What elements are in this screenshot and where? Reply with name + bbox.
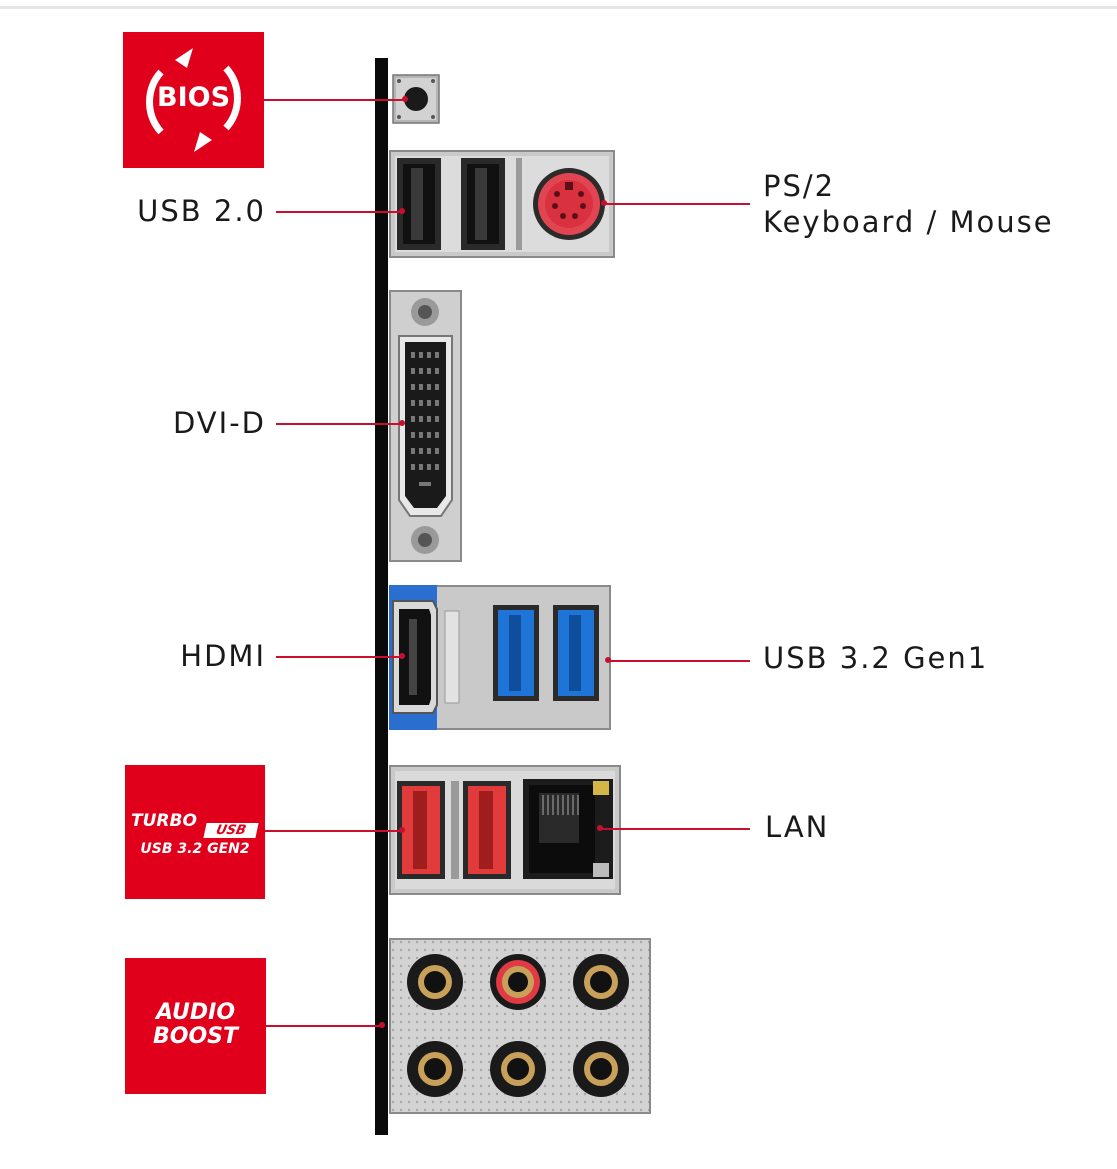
audio-panel [389, 938, 651, 1114]
usb32gen1-leader-dot [605, 657, 611, 663]
audio-jack-icon [490, 1041, 546, 1097]
turbo-usb-tag: USB [203, 823, 259, 838]
hdmi-leader-dot [399, 653, 405, 659]
usb32gen1-label: USB 3.2 Gen1 [763, 641, 989, 675]
dvid-panel [389, 290, 462, 562]
bios-badge: BIOS [123, 32, 264, 168]
turbo-leader-dot [399, 827, 405, 833]
ps2-label-line2: Keyboard / Mouse [763, 205, 1054, 239]
bios-leader-line [264, 99, 404, 101]
top-divider [0, 6, 1117, 9]
hdmi-label: HDMI [180, 639, 266, 673]
dvi-d-port-icon [389, 290, 462, 562]
lan-leader-dot [597, 825, 603, 831]
audio-line1: AUDIO [155, 1000, 236, 1025]
audio-jack-icon [490, 954, 546, 1010]
usb2-port-icon [461, 158, 505, 250]
audio-jack-icon [573, 954, 629, 1010]
usb20-leader-line [276, 211, 402, 213]
usb2-port-icon [397, 158, 441, 250]
hdmi-port-icon [392, 600, 438, 714]
audio-boost-badge: AUDIO BOOST [125, 958, 266, 1094]
lan-port-icon [523, 779, 613, 879]
ps2-leader-line [604, 203, 750, 205]
audio-leader-line [266, 1025, 384, 1027]
hdmi-leader-line [276, 656, 402, 658]
bios-leader-dot [402, 96, 408, 102]
usb32gen1-leader-line [608, 660, 750, 662]
dvid-label: DVI-D [172, 406, 266, 440]
ps2-port-icon [533, 168, 605, 240]
usb2-ps2-panel [389, 150, 615, 258]
usb3-port-icon [493, 605, 539, 701]
usb32gen2-port-icon [397, 781, 445, 879]
ps2-label-line1: PS/2 [763, 169, 836, 203]
usb32gen2-lan-panel [389, 765, 621, 895]
lan-leader-line [600, 828, 750, 830]
dvid-leader-line [276, 423, 402, 425]
lan-label: LAN [765, 810, 830, 844]
audio-line2: BOOST [152, 1024, 239, 1049]
hdmi-usb3-panel [389, 585, 611, 730]
audio-jack-icon [407, 1041, 463, 1097]
turbo-usb-tag-text: USB [214, 823, 248, 838]
bios-badge-text: BIOS [156, 82, 231, 113]
turbo-usb-badge: TURBO USB USB 3.2 GEN2 [125, 765, 265, 899]
dvid-leader-dot [399, 420, 405, 426]
turbo-line1: TURBO [131, 811, 197, 831]
usb32gen2-port-icon [463, 781, 511, 879]
usb20-label: USB 2.0 [137, 194, 266, 228]
turbo-line2: USB 3.2 GEN2 [140, 841, 250, 857]
audio-leader-dot [379, 1022, 385, 1028]
io-bracket-edge [375, 58, 388, 1135]
usb20-leader-dot [399, 208, 405, 214]
ps2-leader-dot [601, 200, 607, 206]
turbo-leader-line [265, 830, 403, 832]
usb3-port-icon [553, 605, 599, 701]
audio-jack-icon [573, 1041, 629, 1097]
bios-refresh-icon [146, 48, 241, 152]
audio-jack-icon [407, 954, 463, 1010]
